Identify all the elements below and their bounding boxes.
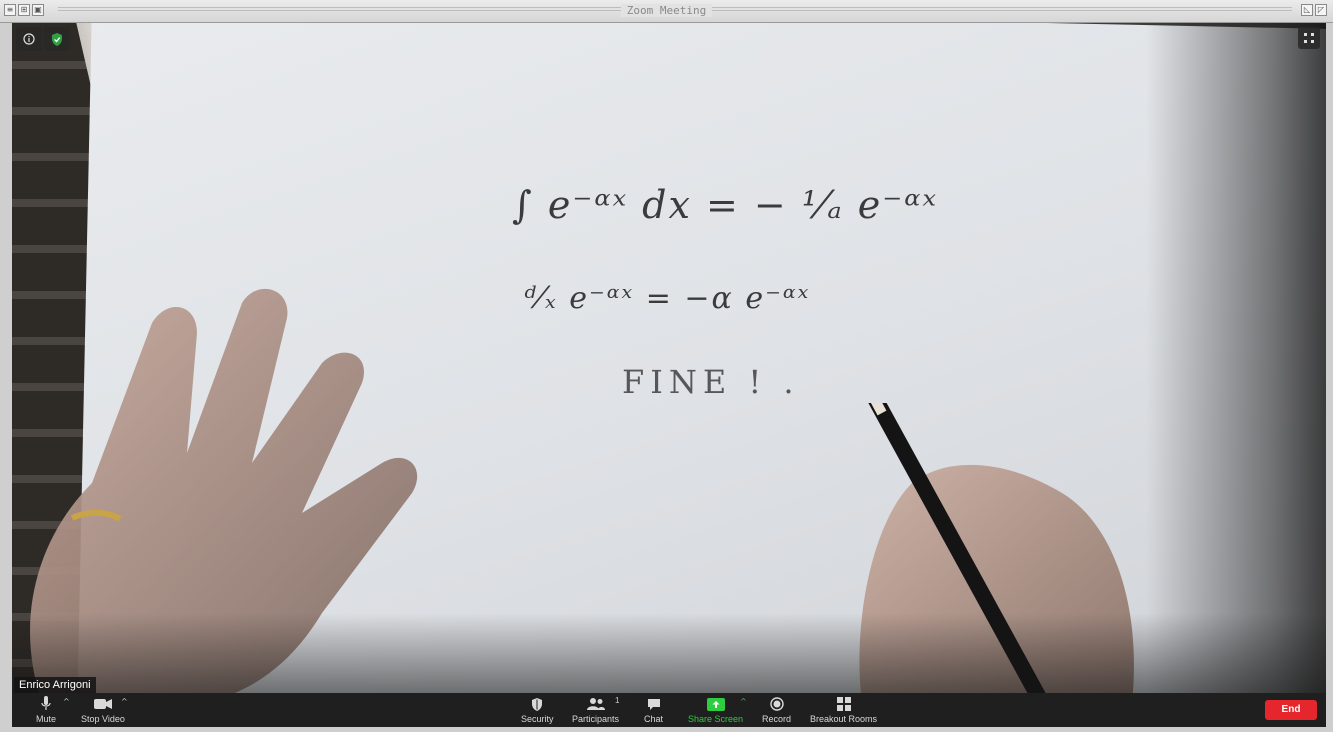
video-options-chevron-icon[interactable]: ^ (121, 697, 128, 706)
chat-button[interactable]: Chat (644, 695, 663, 724)
left-hand (30, 288, 418, 693)
bottom-shadow (12, 613, 1326, 693)
encryption-status-button[interactable] (44, 27, 70, 51)
participants-count: 1 (615, 696, 620, 705)
title-bar-stripes-left (58, 7, 638, 13)
breakout-rooms-label: Breakout Rooms (810, 714, 878, 724)
title-bar: ≡ ⊞ ▣ Zoom Meeting ◺ ◸ (0, 0, 1333, 23)
shield-icon (532, 697, 543, 711)
fullscreen-icon (1304, 33, 1314, 43)
chat-label: Chat (644, 714, 664, 724)
stop-video-label: Stop Video (81, 714, 125, 724)
share-screen-icon (706, 697, 725, 711)
window-title: Zoom Meeting (0, 4, 1333, 17)
share-screen-button[interactable]: Share Screen (688, 695, 743, 724)
mute-label: Mute (36, 714, 57, 724)
window-shade-icon[interactable]: ⊞ (18, 4, 30, 16)
participants-label: Participants (572, 714, 620, 724)
security-label: Security (521, 714, 554, 724)
window-title-text: Zoom Meeting (620, 4, 713, 17)
microphone-icon (41, 696, 51, 710)
info-icon (23, 33, 35, 45)
handwritten-equation-2: ᵈ⁄ₓ e⁻ᵅˣ = −α e⁻ᵅˣ (524, 281, 811, 316)
video-feed: ∫ e⁻ᵅˣ dx = − ¹⁄ₐ e⁻ᵅˣ ᵈ⁄ₓ e⁻ᵅˣ = −α e⁻ᵅ… (12, 23, 1326, 693)
record-label: Record (762, 714, 792, 724)
window-controls-right: ◺ ◸ (1301, 4, 1327, 16)
meeting-toolbar: Mute ^ Stop Video ^ Security (12, 693, 1326, 727)
meeting-info-button[interactable] (16, 27, 42, 51)
breakout-rooms-icon (836, 697, 851, 711)
handwritten-fine: FINE ! . (622, 363, 800, 401)
participants-button[interactable]: Participants (572, 695, 619, 724)
minimize-icon[interactable]: ◺ (1301, 4, 1313, 16)
fullscreen-button[interactable] (1298, 27, 1320, 49)
mute-button[interactable]: Mute (36, 695, 56, 724)
video-camera-icon (93, 699, 112, 709)
breakout-rooms-button[interactable]: Breakout Rooms (810, 695, 877, 724)
window-menu-icon[interactable]: ≡ (4, 4, 16, 16)
end-meeting-button[interactable]: End (1265, 700, 1317, 720)
shield-check-icon (52, 32, 62, 46)
audio-options-chevron-icon[interactable]: ^ (63, 697, 70, 706)
share-screen-label: Share Screen (688, 714, 744, 724)
participant-name-tag: Enrico Arrigoni (14, 677, 96, 693)
title-bar-stripes-right (712, 7, 1292, 13)
security-button[interactable]: Security (521, 695, 554, 724)
maximize-icon[interactable]: ◸ (1315, 4, 1327, 16)
stop-video-button[interactable]: Stop Video (81, 695, 125, 724)
window-controls-left: ≡ ⊞ ▣ (4, 4, 44, 16)
record-icon (769, 697, 784, 711)
handwritten-equation-1: ∫ e⁻ᵅˣ dx = − ¹⁄ₐ e⁻ᵅˣ (512, 183, 938, 227)
window-sticky-icon[interactable]: ▣ (32, 4, 44, 16)
participants-icon (586, 698, 605, 710)
chat-bubble-icon (647, 698, 660, 710)
right-shadow (1146, 23, 1326, 693)
record-button[interactable]: Record (762, 695, 791, 724)
share-options-chevron-icon[interactable]: ^ (740, 697, 747, 706)
